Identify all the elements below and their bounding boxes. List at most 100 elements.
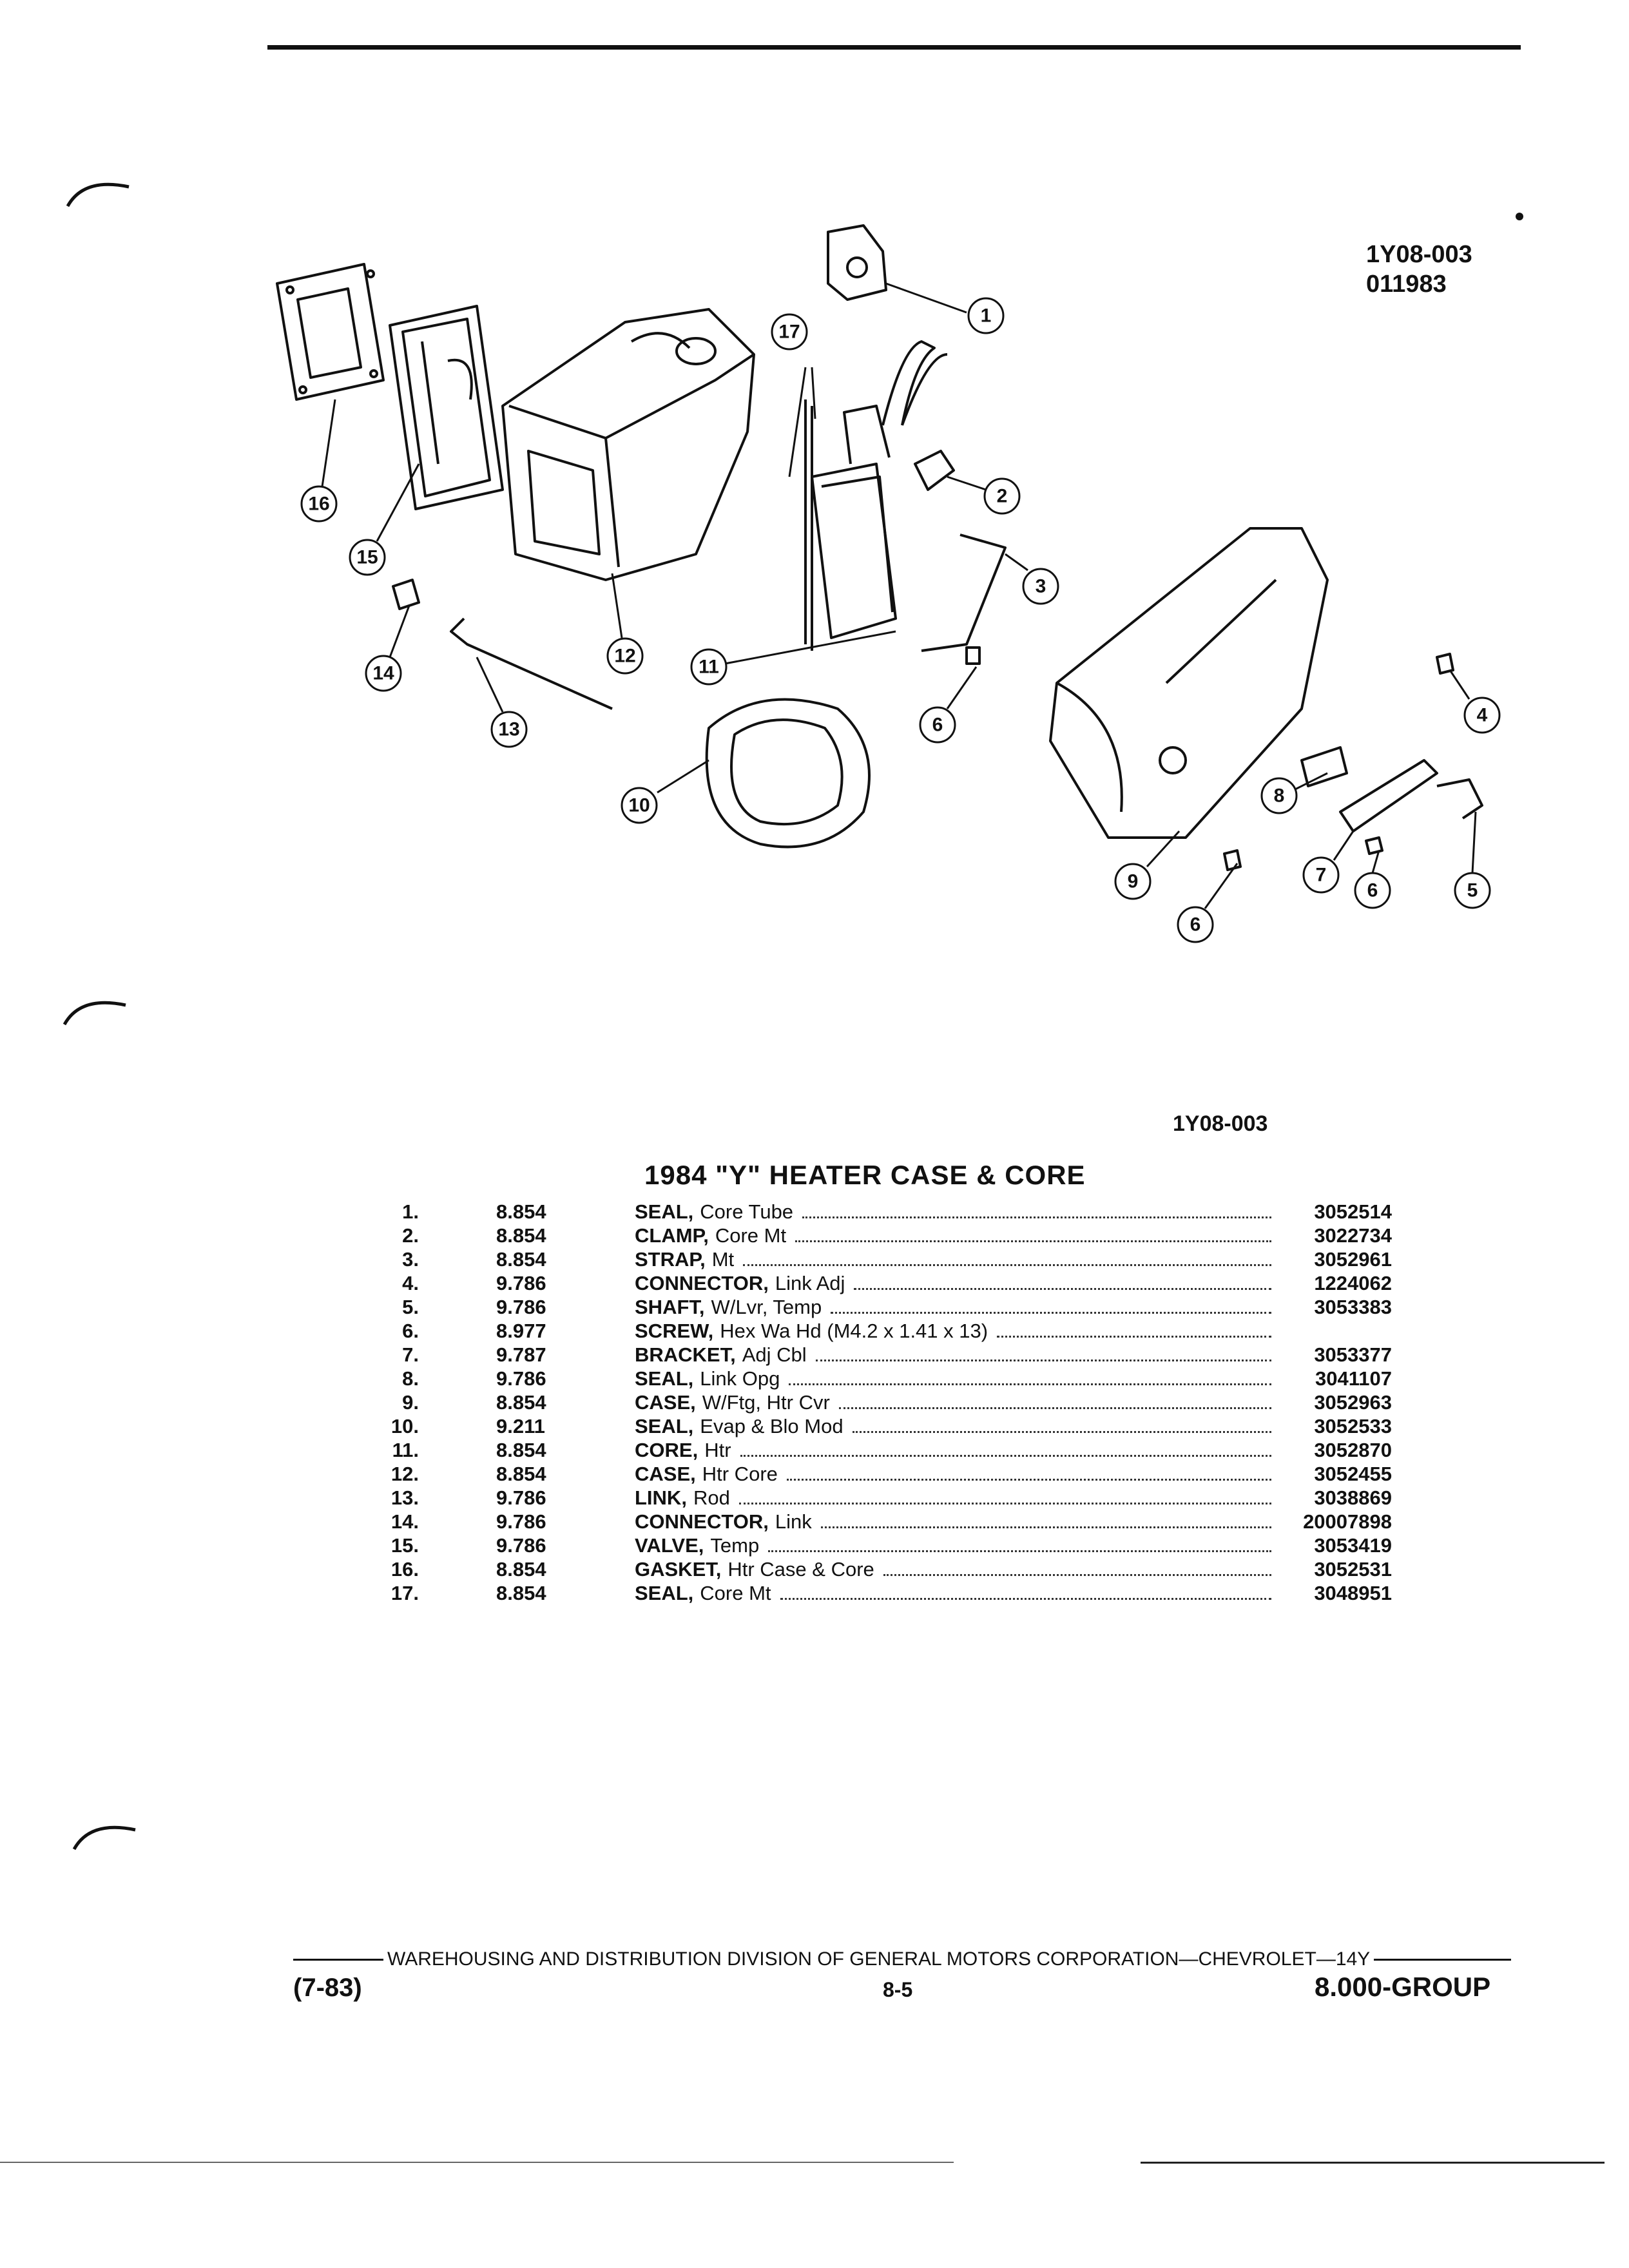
item-number: 5. [402, 1296, 419, 1318]
footer-rule [293, 1958, 383, 1961]
part-noun: CONNECTOR, [635, 1510, 769, 1533]
part-noun: STRAP, [635, 1248, 706, 1271]
callout-12: 12 [606, 637, 644, 675]
dot-leader [786, 1479, 1271, 1481]
item-number: 13. [390, 1486, 419, 1509]
part-noun: SEAL, [635, 1582, 694, 1604]
svg-text:12: 12 [614, 646, 635, 667]
link-seal-part [1300, 746, 1348, 787]
callout-5: 5 [1454, 872, 1491, 909]
part-description: CASE,Htr Core [635, 1462, 1279, 1486]
section-title: 1984 "Y" HEATER CASE & CORE [644, 1160, 1086, 1190]
part-description: CLAMP,Core Mt [635, 1224, 1279, 1247]
dot-leader [831, 1312, 1271, 1314]
screw-part [1223, 849, 1242, 871]
dot-leader [852, 1431, 1271, 1433]
part-number: 3022734 [1314, 1224, 1392, 1247]
part-description: CASE,W/Ftg, Htr Cvr [635, 1390, 1279, 1414]
callout-17: 17 [771, 313, 808, 351]
group-number: 9.786 [496, 1486, 546, 1509]
dot-leader [815, 1360, 1271, 1361]
part-noun: CORE, [635, 1439, 699, 1461]
link-rod-part [450, 617, 613, 710]
callout-10: 10 [621, 787, 658, 824]
dot-leader [780, 1598, 1271, 1600]
part-modifier: Adj Cbl [742, 1343, 807, 1366]
callout-8: 8 [1260, 777, 1298, 814]
part-description: STRAP,Mt [635, 1247, 1279, 1271]
part-description: SCREW,Hex Wa Hd (M4.2 x 1.41 x 13) [635, 1319, 1279, 1343]
item-number: 12. [390, 1463, 419, 1485]
part-modifier: W/Ftg, Htr Cvr [702, 1391, 830, 1414]
part-modifier: Temp [710, 1534, 760, 1557]
item-number: 1. [402, 1200, 419, 1223]
group-number: 9.786 [496, 1534, 546, 1557]
svg-text:13: 13 [498, 719, 519, 740]
item-number: 9. [402, 1391, 419, 1414]
callout-6b: 6 [1354, 872, 1391, 909]
screw-part [965, 646, 981, 665]
item-number: 6. [402, 1320, 419, 1342]
part-noun: SEAL, [635, 1200, 694, 1223]
svg-text:6: 6 [1190, 914, 1201, 936]
exploded-view-illustration: 1 2 3 4 5 6 6 6 7 8 9 10 11 12 13 14 15 … [276, 224, 1501, 943]
shaft-part [1436, 778, 1483, 820]
svg-text:1: 1 [981, 305, 992, 327]
part-number: 3048951 [1314, 1582, 1392, 1604]
evap-seal-part [705, 698, 871, 849]
dot-leader [740, 1455, 1271, 1457]
callout-9: 9 [1114, 863, 1152, 900]
figure-id-block: 1Y08-003 011983 [1366, 240, 1472, 299]
top-rule [267, 45, 1521, 50]
svg-text:15: 15 [356, 547, 378, 568]
part-noun: GASKET, [635, 1558, 722, 1581]
callout-13: 13 [490, 711, 528, 748]
part-number: 1224062 [1314, 1272, 1392, 1294]
part-modifier: Htr [704, 1439, 731, 1461]
callout-3: 3 [1022, 568, 1059, 605]
group-number: 8.854 [496, 1463, 546, 1485]
callout-14: 14 [365, 655, 402, 692]
callout-2: 2 [983, 477, 1021, 515]
item-number: 14. [390, 1510, 419, 1533]
item-number: 8. [402, 1367, 419, 1390]
heater-case-part [501, 308, 755, 581]
part-number: 3052531 [1314, 1558, 1392, 1581]
dot-leader [795, 1240, 1271, 1242]
part-modifier: Mt [711, 1248, 735, 1271]
group-number: 9.786 [496, 1272, 546, 1294]
callout-6: 6 [919, 706, 956, 744]
item-number: 17. [390, 1582, 419, 1604]
heater-core-part [811, 340, 948, 639]
svg-text:14: 14 [372, 663, 394, 684]
binder-hole-mark [61, 992, 132, 1031]
core-tube-seal-part [827, 224, 887, 301]
group-number: 9.211 [496, 1415, 545, 1437]
part-description: CONNECTOR,Link [635, 1510, 1279, 1533]
division-text: WAREHOUSING AND DISTRIBUTION DIVISION OF… [387, 1948, 1371, 1970]
dot-leader [820, 1526, 1271, 1528]
revision-date: (7-83) [293, 1974, 362, 2002]
group-number: 9.787 [496, 1343, 546, 1366]
stray-dot [1516, 213, 1523, 220]
dot-leader [789, 1383, 1271, 1385]
part-description: SEAL,Core Mt [635, 1581, 1279, 1605]
part-noun: CONNECTOR, [635, 1272, 769, 1294]
part-number: 3041107 [1315, 1367, 1392, 1390]
figure-reference: 1Y08-003 [1173, 1111, 1268, 1136]
callout-4: 4 [1463, 697, 1501, 734]
part-number: 3052963 [1314, 1391, 1392, 1414]
part-modifier: Hex Wa Hd (M4.2 x 1.41 x 13) [720, 1320, 988, 1342]
group-number: 9.786 [496, 1296, 546, 1318]
callout-6c: 6 [1177, 906, 1214, 943]
